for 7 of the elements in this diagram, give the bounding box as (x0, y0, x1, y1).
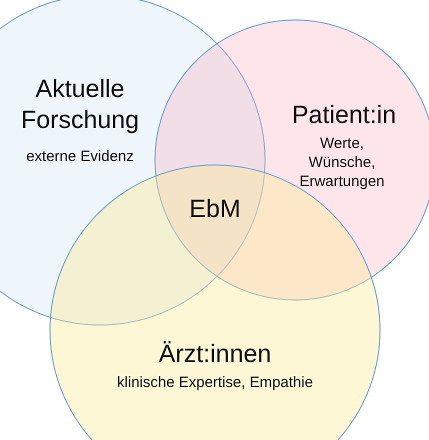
set-title: Ärzt:innen (158, 339, 272, 370)
set-description: externe Evidenz (25, 148, 135, 167)
set-description: Werte, Wünsche, Erwartungen (298, 135, 386, 192)
center-label: EbM (188, 194, 242, 225)
set-title: Patient:in (290, 100, 398, 131)
set-description: klinische Expertise, Empathie (116, 374, 314, 393)
set-title: Aktuelle Forschung (20, 74, 140, 136)
